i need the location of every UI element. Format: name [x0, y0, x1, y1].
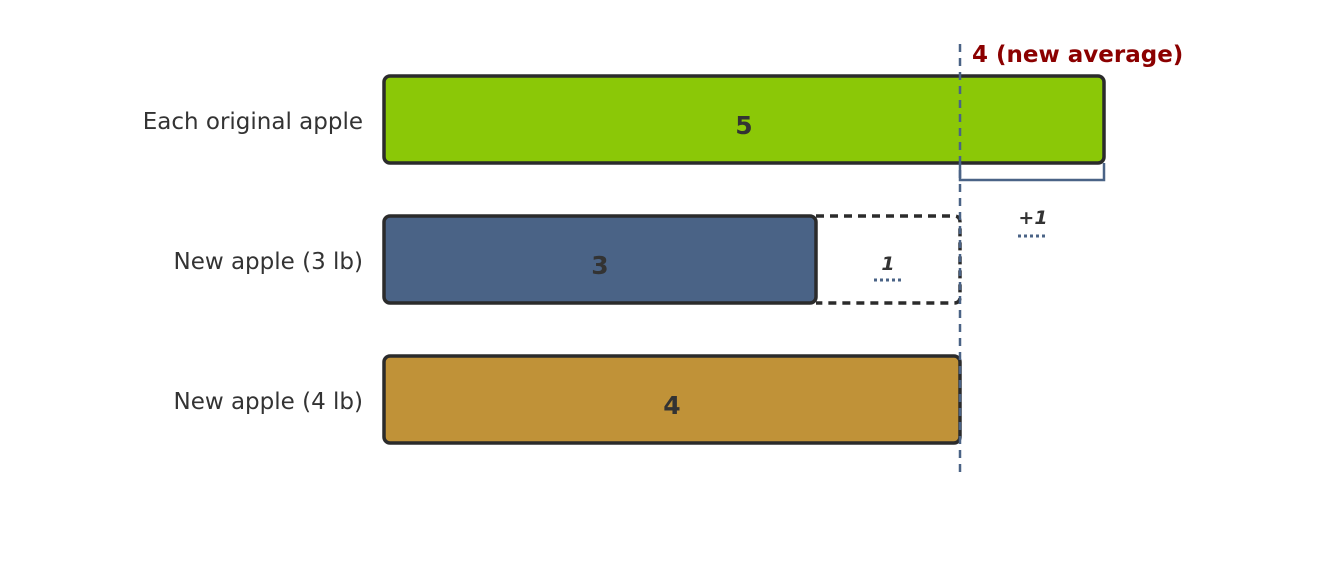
shortfall-label: 1 [881, 253, 894, 275]
row-label-new-4lb: New apple (4 lb) [173, 389, 363, 415]
excess-bracket [958, 163, 1106, 182]
bar-value-new-3lb: 3 [591, 251, 608, 280]
average-label: 4 (new average) [972, 42, 1183, 68]
row-label-original: Each original apple [143, 109, 363, 135]
row-label-new-3lb: New apple (3 lb) [173, 249, 363, 275]
bar-value-new-4lb: 4 [663, 391, 680, 420]
bar-value-original: 5 [735, 111, 752, 140]
excess-label: +1 [1018, 207, 1047, 229]
bar-original-apple [382, 74, 1106, 165]
bar-new-apple-3lb [382, 214, 818, 305]
